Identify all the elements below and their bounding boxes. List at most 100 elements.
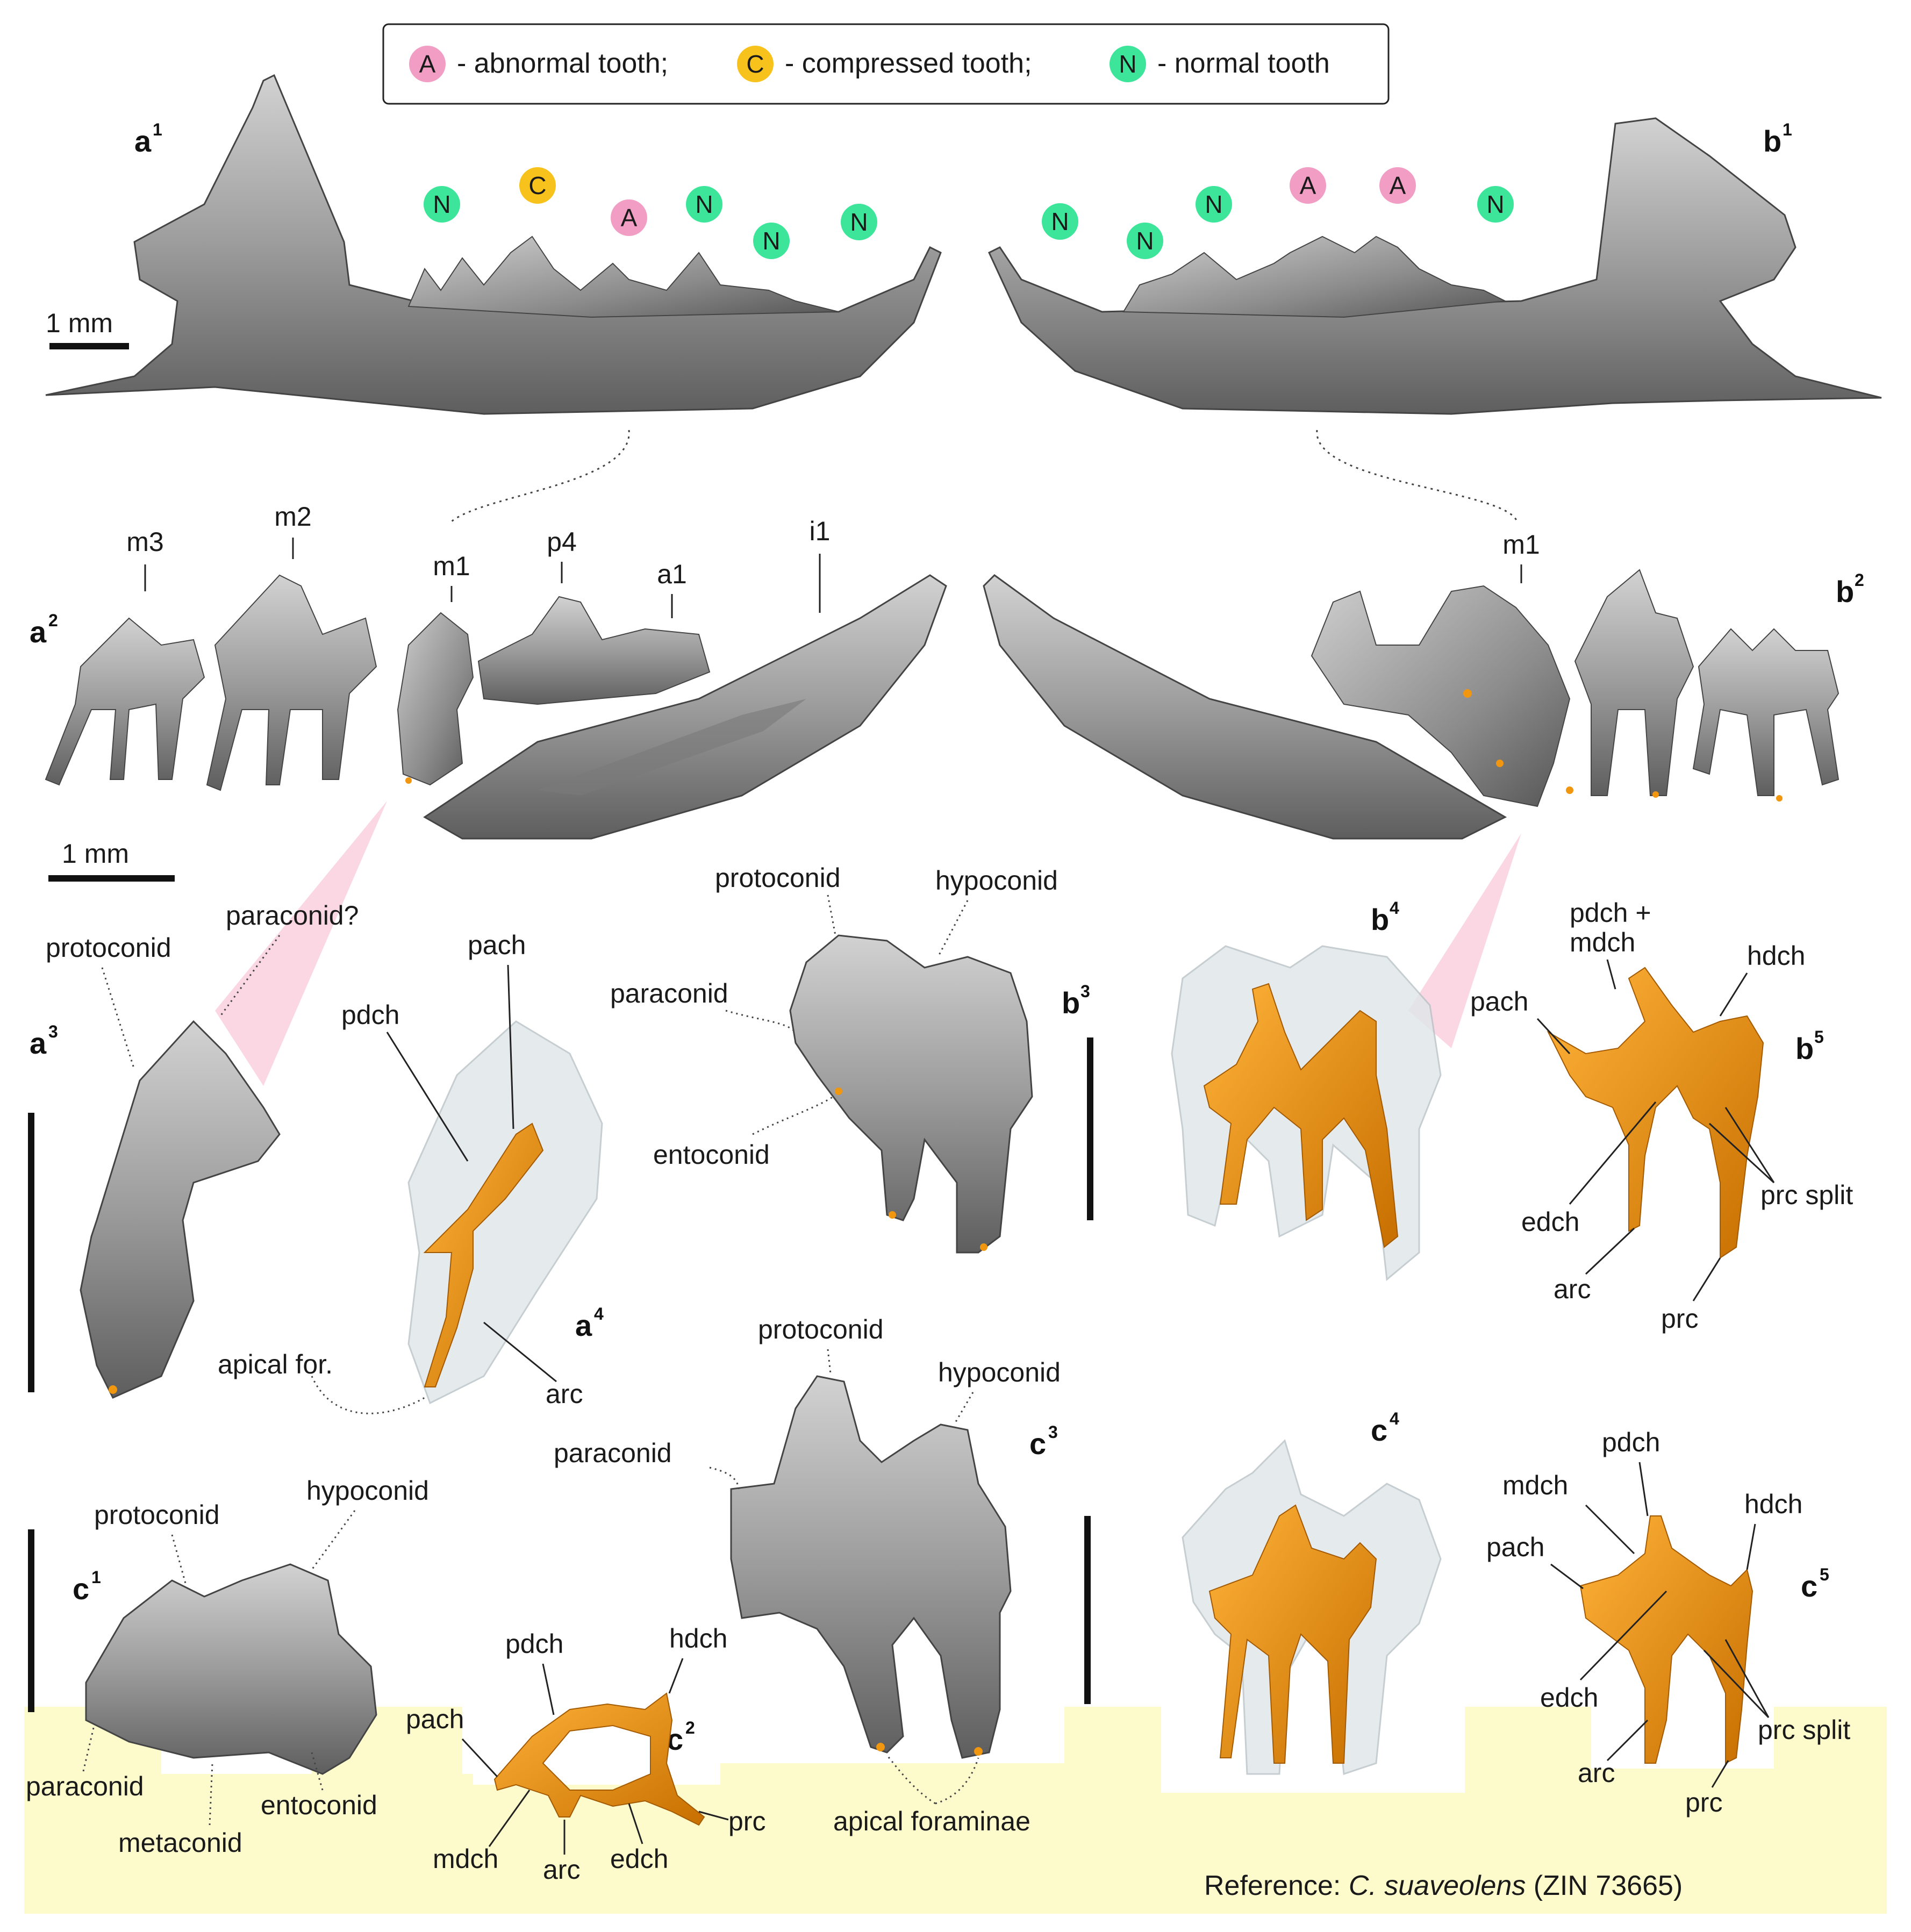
svg-text:entoconid: entoconid	[653, 1140, 770, 1170]
svg-text:hypoconid: hypoconid	[306, 1476, 429, 1506]
svg-text:edch: edch	[1521, 1207, 1579, 1237]
svg-text:1 mm: 1 mm	[46, 308, 113, 338]
panel-b5: b 5 pdch + mdch hdch pach edch prc split…	[1470, 898, 1853, 1334]
svg-text:b: b	[1371, 903, 1389, 936]
panel-c5: c 5 pdch mdch hdch pach edch prc split a…	[1486, 1427, 1850, 1817]
svg-text:prc: prc	[728, 1806, 765, 1836]
svg-text:b: b	[1836, 575, 1854, 609]
svg-text:a: a	[575, 1308, 592, 1342]
svg-text:edch: edch	[610, 1844, 668, 1874]
svg-text:a: a	[134, 124, 152, 158]
svg-text:A: A	[621, 204, 638, 232]
svg-text:hypoconid: hypoconid	[938, 1357, 1061, 1387]
svg-text:pach: pach	[1470, 986, 1528, 1017]
panel-a3: a 3 protoconid paraconid?	[28, 900, 359, 1399]
svg-text:a: a	[30, 615, 47, 649]
svg-text:N: N	[762, 227, 780, 255]
svg-text:a1: a1	[657, 559, 687, 589]
svg-text:3: 3	[1080, 982, 1090, 1001]
svg-text:2: 2	[48, 611, 58, 630]
svg-text:m1: m1	[433, 551, 470, 581]
svg-text:hdch: hdch	[669, 1623, 727, 1654]
panel-c2: c 2 pdch hdch pach mdch arc edch prc	[406, 1623, 765, 1885]
svg-text:paraconid: paraconid	[610, 978, 728, 1008]
panel-b3: b 3 protoconid hypoconid paraconid entoc…	[610, 863, 1090, 1254]
svg-text:hdch: hdch	[1747, 941, 1805, 971]
svg-text:pdch: pdch	[1602, 1427, 1660, 1457]
svg-text:- abnormal tooth;: - abnormal tooth;	[457, 48, 668, 79]
svg-text:protoconid: protoconid	[715, 863, 841, 893]
svg-text:prc: prc	[1661, 1304, 1698, 1334]
legend-compressed: C - compressed tooth;	[737, 46, 1032, 82]
svg-text:3: 3	[1048, 1422, 1058, 1442]
svg-text:N: N	[1119, 50, 1136, 78]
svg-text:b: b	[1763, 124, 1781, 158]
panel-a2-tooth-labels: m3 m2 m1 p4 a1 i1	[126, 502, 830, 618]
svg-text:arc: arc	[543, 1855, 580, 1885]
svg-text:c: c	[1371, 1413, 1387, 1447]
panel-b2-teeth: b 2 m1	[983, 529, 1864, 840]
svg-text:c: c	[1801, 1569, 1817, 1603]
svg-text:- normal tooth: - normal tooth	[1157, 48, 1330, 79]
svg-text:b: b	[1795, 1032, 1814, 1065]
svg-text:N: N	[1486, 190, 1504, 218]
svg-text:mdch: mdch	[1502, 1470, 1568, 1500]
svg-text:prc split: prc split	[1758, 1715, 1850, 1745]
svg-text:1: 1	[153, 120, 162, 139]
svg-text:4: 4	[1390, 1409, 1399, 1428]
svg-text:N: N	[695, 190, 713, 218]
svg-text:metaconid: metaconid	[118, 1828, 242, 1858]
svg-text:A: A	[419, 50, 436, 78]
svg-text:apical for.: apical for.	[218, 1349, 333, 1379]
svg-text:C: C	[746, 50, 764, 78]
scalebar-mid: 1 mm	[48, 839, 175, 882]
svg-text:paraconid?: paraconid?	[226, 900, 359, 931]
legend: A - abnormal tooth; C - compressed tooth…	[382, 23, 1390, 105]
panel-c3: c 3 protoconid hypoconid paraconid apica…	[554, 1314, 1091, 1836]
panel-b1-jaw: b 1	[988, 117, 1882, 415]
svg-text:entoconid: entoconid	[261, 1790, 377, 1820]
svg-text:protoconid: protoconid	[758, 1314, 884, 1344]
connector-b1-b2	[1316, 430, 1518, 522]
svg-text:pdch: pdch	[341, 1000, 399, 1030]
svg-text:protoconid: protoconid	[94, 1500, 220, 1530]
svg-text:i1: i1	[810, 516, 831, 546]
panel-a1-jaw: a 1	[45, 74, 942, 415]
svg-text:hypoconid: hypoconid	[935, 865, 1058, 896]
svg-text:5: 5	[1814, 1027, 1824, 1047]
svg-text:prc split: prc split	[1760, 1180, 1853, 1210]
svg-text:N: N	[433, 190, 450, 218]
svg-text:2: 2	[1855, 570, 1864, 590]
svg-text:1 mm: 1 mm	[62, 839, 129, 869]
svg-text:arc: arc	[1578, 1758, 1615, 1788]
scalebar-top: 1 mm	[46, 308, 129, 349]
svg-text:p4: p4	[547, 527, 577, 557]
panel-a2-teeth: a 2	[30, 574, 947, 840]
svg-text:A: A	[1300, 171, 1316, 199]
svg-text:5: 5	[1820, 1565, 1829, 1584]
svg-text:m1: m1	[1502, 529, 1540, 560]
zoom-wedge-a	[215, 801, 387, 1086]
svg-text:hdch: hdch	[1744, 1489, 1802, 1519]
svg-text:mdch: mdch	[1570, 927, 1635, 957]
svg-text:m2: m2	[274, 502, 311, 532]
panel-b4: b 4	[1087, 898, 1442, 1281]
svg-text:a: a	[30, 1026, 47, 1060]
svg-text:arc: arc	[546, 1379, 583, 1409]
svg-text:3: 3	[48, 1022, 58, 1041]
svg-text:c: c	[73, 1572, 89, 1606]
svg-text:N: N	[1136, 227, 1154, 255]
svg-text:1: 1	[1783, 120, 1792, 139]
svg-text:N: N	[850, 208, 868, 236]
svg-text:pach: pach	[1486, 1532, 1544, 1562]
svg-text:pach: pach	[406, 1704, 464, 1734]
svg-text:prc: prc	[1685, 1787, 1722, 1817]
svg-text:pdch: pdch	[505, 1629, 563, 1659]
svg-text:pach: pach	[468, 930, 526, 960]
svg-text:protoconid: protoconid	[46, 933, 171, 963]
svg-text:apical foraminae: apical foraminae	[833, 1806, 1030, 1836]
svg-text:N: N	[1205, 190, 1222, 218]
svg-text:4: 4	[594, 1304, 604, 1323]
svg-text:1: 1	[91, 1568, 101, 1587]
svg-text:paraconid: paraconid	[554, 1438, 672, 1468]
